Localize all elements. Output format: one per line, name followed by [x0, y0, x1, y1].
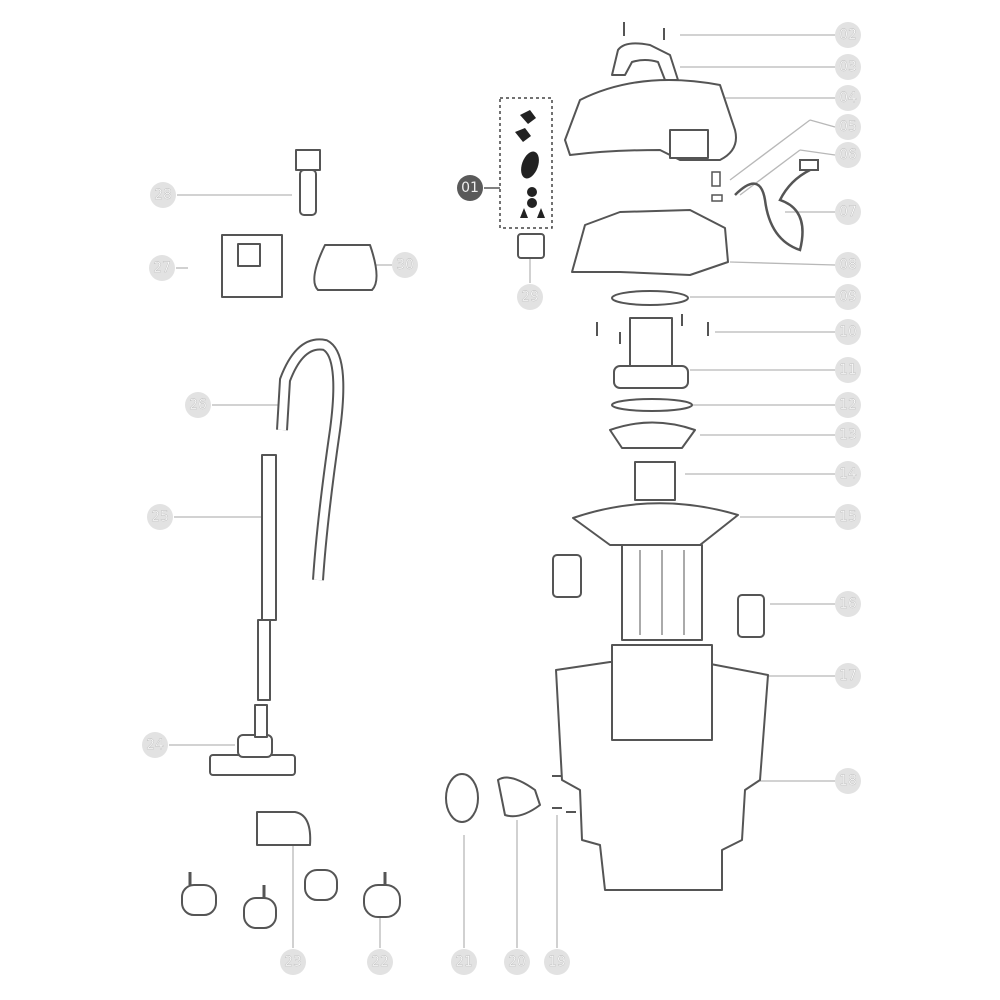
- callout-08: 08: [835, 252, 861, 278]
- part-15-filter-cage: [572, 502, 739, 641]
- callout-11: 11: [835, 357, 861, 383]
- callout-18: 18: [835, 768, 861, 794]
- callout-30: 30: [392, 252, 418, 278]
- part-05-06-power-cord: [711, 159, 819, 252]
- part-26-hose-inner: [278, 340, 343, 581]
- svg-text:23: 23: [284, 954, 302, 970]
- part-16-latch-left: [552, 554, 582, 598]
- part-04-top-cover: [564, 79, 737, 161]
- part-12-seal-ring: [611, 398, 693, 412]
- svg-text:14: 14: [839, 466, 857, 482]
- svg-text:10: 10: [839, 324, 857, 340]
- callout-23: 23: [280, 949, 306, 975]
- part-14-tube: [634, 461, 676, 501]
- callout-19: 19: [544, 949, 570, 975]
- svg-text:04: 04: [839, 90, 857, 106]
- svg-text:16: 16: [839, 596, 857, 612]
- svg-text:15: 15: [839, 509, 857, 525]
- callout-01: 01: [457, 175, 483, 201]
- callout-14: 14: [835, 461, 861, 487]
- callout-07: 07: [835, 199, 861, 225]
- callout-15: 15: [835, 504, 861, 530]
- part-28-crevice-tool: [295, 149, 321, 216]
- svg-text:07: 07: [839, 204, 857, 220]
- svg-text:06: 06: [839, 147, 857, 163]
- part-11-motor: [613, 317, 689, 389]
- svg-text:20: 20: [508, 954, 526, 970]
- callout-21: 21: [451, 949, 477, 975]
- callout-16: 16: [835, 591, 861, 617]
- callout-10: 10: [835, 319, 861, 345]
- part-04-cover-button: [669, 129, 709, 159]
- svg-text:27: 27: [153, 260, 171, 276]
- callout-25: 25: [147, 504, 173, 530]
- callout-13: 13: [835, 422, 861, 448]
- svg-text:30: 30: [396, 257, 414, 273]
- part-09-gasket: [611, 290, 689, 306]
- svg-text:25: 25: [151, 509, 169, 525]
- callout-28: 28: [150, 182, 176, 208]
- callout-24: 24: [142, 732, 168, 758]
- part-29-switch-cover: [517, 233, 545, 259]
- svg-text:01: 01: [461, 180, 479, 196]
- part-10-screws: [596, 314, 709, 344]
- svg-text:19: 19: [548, 954, 566, 970]
- callout-06: 06: [835, 142, 861, 168]
- part-18-tank: [555, 661, 769, 891]
- callout-20: 20: [504, 949, 530, 975]
- callout-09: 09: [835, 284, 861, 310]
- callout-17: 17: [835, 663, 861, 689]
- svg-text:21: 21: [455, 954, 473, 970]
- callout-22: 22: [367, 949, 393, 975]
- svg-text:12: 12: [839, 397, 857, 413]
- callout-12: 12: [835, 392, 861, 418]
- svg-text:13: 13: [839, 427, 857, 443]
- callout-02: 02: [835, 22, 861, 48]
- svg-text:28: 28: [154, 187, 172, 203]
- svg-text:29: 29: [521, 289, 539, 305]
- svg-text:03: 03: [839, 59, 857, 75]
- part-19-screws: [552, 775, 576, 813]
- svg-text:11: 11: [839, 362, 857, 378]
- part-30-filter-bag: [313, 244, 378, 291]
- svg-text:22: 22: [371, 954, 389, 970]
- part-20-inlet-nozzle: [497, 776, 541, 818]
- svg-text:24: 24: [146, 737, 164, 753]
- svg-text:18: 18: [839, 773, 857, 789]
- part-02-screws: [623, 22, 665, 40]
- svg-text:09: 09: [839, 289, 857, 305]
- part-21-inlet-ring: [445, 773, 479, 823]
- part-27-dust-bag: [221, 234, 283, 298]
- svg-text:05: 05: [839, 119, 857, 135]
- leader-lines: [169, 34, 836, 948]
- svg-text:02: 02: [839, 27, 857, 43]
- callout-03: 03: [835, 54, 861, 80]
- part-13-filter-seal: [609, 421, 696, 449]
- callout-27: 27: [149, 255, 175, 281]
- part-22-23-casters: [181, 869, 401, 929]
- part-23-bracket: [256, 811, 312, 846]
- part-17-filter: [611, 644, 713, 741]
- svg-text:17: 17: [839, 668, 857, 684]
- svg-text:26: 26: [189, 397, 207, 413]
- part-08-motor-housing: [571, 209, 729, 276]
- part-24-floor-brush: [209, 704, 296, 776]
- callout-29: 29: [517, 284, 543, 310]
- part-01-switch-kit: [499, 97, 553, 229]
- callout-04: 04: [835, 85, 861, 111]
- svg-text:08: 08: [839, 257, 857, 273]
- callout-26: 26: [185, 392, 211, 418]
- part-16-latch-right: [737, 594, 765, 638]
- part-25-wand: [257, 454, 277, 701]
- part-03-handle: [611, 42, 679, 81]
- callout-05: 05: [835, 114, 861, 140]
